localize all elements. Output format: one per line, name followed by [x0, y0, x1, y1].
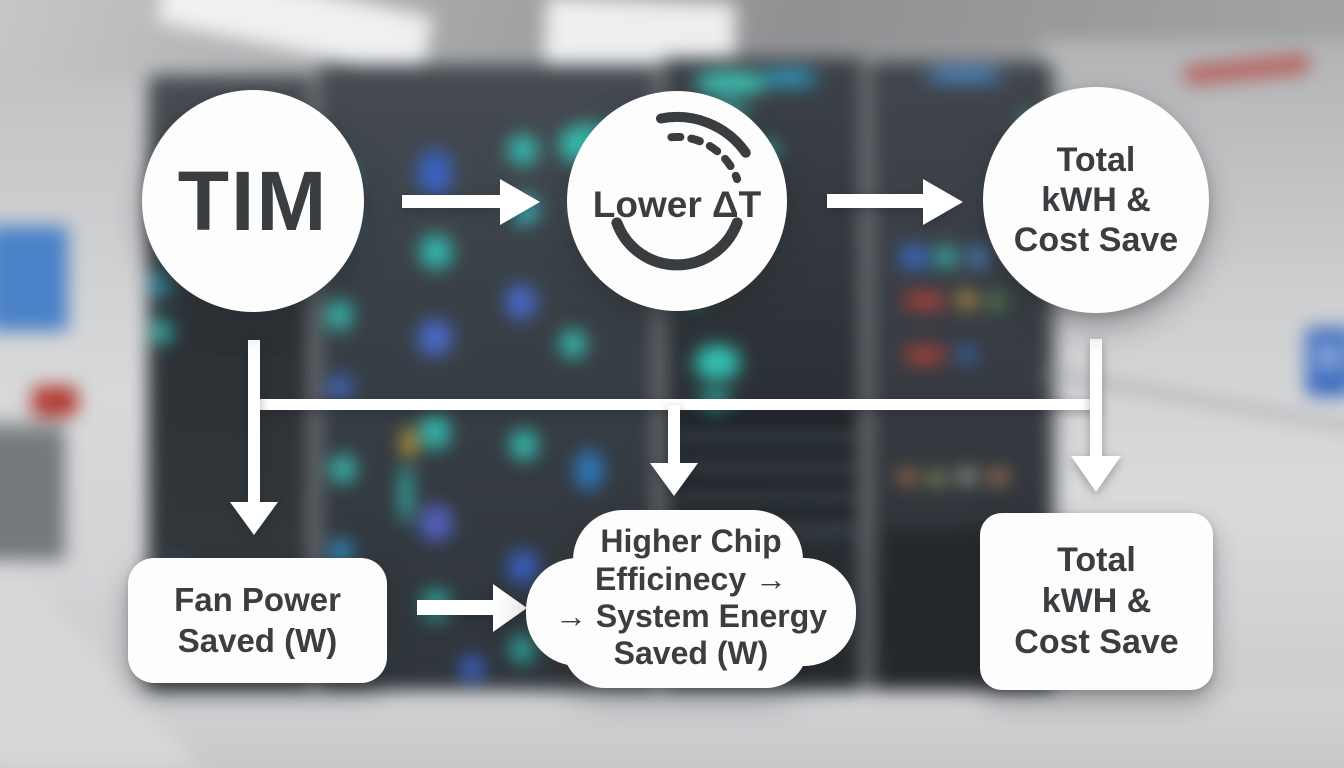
gauge-arcs-icon	[611, 111, 751, 271]
rack-frame-edge	[309, 70, 319, 715]
floor	[0, 690, 1344, 768]
blue-wall-sign	[1306, 328, 1344, 396]
lower-delta-t-label: Lower ΔT	[592, 184, 762, 225]
fan-power-line2: Saved (W)	[177, 621, 338, 659]
tim-circle: TIM	[142, 90, 364, 312]
left-wall-poster	[0, 226, 68, 331]
chip-line1: Higher Chip	[600, 523, 782, 560]
blob-shape	[526, 510, 856, 688]
connector-line	[252, 399, 1098, 410]
total-kwh-cost-box: Total kWH & Cost Save	[980, 513, 1213, 690]
total-circle-line3: Cost Save	[1013, 221, 1179, 260]
fan-power-saved-box: Fan Power Saved (W)	[128, 558, 387, 683]
desk	[0, 420, 65, 560]
total-circle-line2: kWH &	[1041, 180, 1151, 219]
chip-line3: → System Energy	[554, 598, 828, 634]
total-box-line1: Total	[1057, 541, 1136, 580]
total-circle-line1: Total	[1056, 140, 1136, 179]
chip-line4: Saved (W)	[613, 635, 769, 672]
rack-frame-edge	[655, 60, 665, 713]
total-box-line2: kWH &	[1041, 582, 1152, 621]
fan-power-line1: Fan Power	[174, 581, 341, 619]
desk-red-object	[32, 386, 78, 416]
total-box-line3: Cost Save	[1014, 622, 1179, 661]
rack-frame-edge	[1050, 70, 1058, 710]
rack-frame-edge	[861, 60, 871, 712]
lower-delta-t-circle: Lower ΔT	[567, 91, 787, 311]
tim-label: TIM	[177, 153, 329, 248]
chip-efficiency-energy-box: Higher Chip Efficinecy → → System Energy…	[518, 500, 863, 695]
total-kwh-cost-circle: Total kWH & Cost Save	[983, 87, 1209, 313]
chip-line2: Efficinecy →	[594, 560, 788, 597]
